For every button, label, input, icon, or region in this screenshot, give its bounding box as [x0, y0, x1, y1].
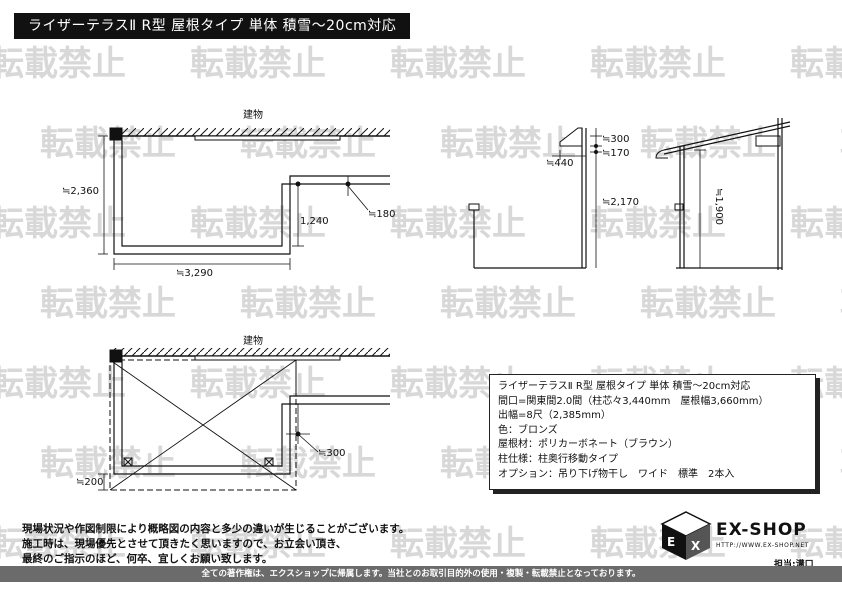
spec-line-depth: 出幅=8尺（2,385mm） — [498, 410, 611, 422]
watermark-text: 転載禁止 — [440, 284, 576, 324]
watermark-text: 転載禁止 — [190, 524, 326, 564]
spec-line-color: 色：ブロンズ — [498, 424, 558, 436]
logo-url: HTTP://WWW.EX-SHOP.NET — [716, 542, 809, 549]
watermark-text: 転載禁止 — [390, 204, 526, 244]
note-line: 最終のご指示のほど、何卒、宜しくお願い致します。 — [22, 553, 273, 565]
watermark-text: 転載禁止 — [190, 204, 326, 244]
section-dim-2170: ≒2,170 — [602, 197, 639, 208]
plan-top — [98, 127, 390, 270]
cube-logo-icon: E X — [660, 511, 712, 560]
plan-bottom-building-label: 建物 — [243, 334, 263, 347]
section-dim-300: ≒300 — [602, 134, 629, 145]
watermark-text: 転載禁止 — [40, 284, 176, 324]
watermark-text: 転載禁止 — [790, 204, 842, 244]
watermark-text: 転載禁止 — [0, 364, 126, 404]
exshop-logo: E X EX-SHOP HTTP://WWW.EX-SHOP.NET 担当:溝口 — [660, 510, 820, 570]
gutter — [194, 135, 341, 141]
spec-line-width: 間口=関東間2.0間（柱芯々3,440mm 屋根幅3,660mm） — [498, 395, 769, 407]
section-side — [468, 127, 602, 269]
plan-top-dim-offset: ≒180 — [368, 209, 395, 220]
plan-top-dim-step: 1,240 — [300, 216, 329, 227]
spec-line-post: 柱仕様：柱奥行移動タイプ — [498, 453, 618, 465]
watermark-text: 転載禁止 — [840, 284, 842, 324]
plan-bottom-dim-left: ≒200 — [76, 477, 103, 488]
building-wall-hatch — [110, 128, 390, 136]
plan-top-dim-depth: ≒2,360 — [62, 186, 99, 197]
watermark-text: 転載禁止 — [190, 44, 326, 84]
watermark-text: 転載禁止 — [640, 284, 776, 324]
watermark-text: 転載禁止 — [790, 524, 842, 564]
watermark-text: 転載禁止 — [390, 524, 526, 564]
spec-info-box: ライザーテラスⅡ R型 屋根タイプ 単体 積雪～20cm対応 間口=関東間2.0… — [489, 374, 816, 490]
plan-top-building-label: 建物 — [243, 108, 263, 121]
note-line: 現場状況や作図制限により概略図の内容と多少の違いが生じることがございます。 — [22, 523, 410, 535]
plan-top-dim-width: ≒3,290 — [176, 268, 213, 279]
page-title: ライザーテラスⅡ R型 屋根タイプ 単体 積雪～20cm対応 — [14, 13, 411, 39]
disclaimer-notes: 現場状況や作図制限により概略図の内容と多少の違いが生じることがございます。 施工… — [22, 522, 409, 567]
watermark-text: 転載禁止 — [40, 444, 176, 484]
watermark-text: 転載禁止 — [590, 204, 726, 244]
watermark-text: 転載禁止 — [440, 124, 576, 164]
section-dim-170: ≒170 — [602, 148, 629, 159]
section-dim-440: ≒440 — [546, 158, 573, 169]
svg-text:E: E — [667, 535, 675, 549]
spec-line-option: オプション：吊り下げ物干し ワイド 標準 2本入 — [498, 468, 735, 480]
watermark-text: 転載禁止 — [0, 44, 126, 84]
plan-bottom-dim-overhang: ≒300 — [318, 448, 345, 459]
watermark-text: 転載禁止 — [0, 524, 126, 564]
section-front — [655, 118, 791, 270]
watermark-text: 転載禁止 — [590, 44, 726, 84]
logo-name: EX-SHOP — [716, 520, 807, 540]
watermark-text: 転載禁止 — [240, 284, 376, 324]
watermark-text: 転載禁止 — [240, 444, 376, 484]
spec-line-product: ライザーテラスⅡ R型 屋根タイプ 単体 積雪～20cm対応 — [498, 381, 751, 392]
spec-line-roof: 屋根材：ポリカーボネート（ブラウン） — [498, 439, 678, 451]
note-line: 施工時は、現場優先とさせて頂きたく思いますので、お立会い頂き、 — [22, 538, 347, 550]
watermark-text: 転載禁止 — [190, 364, 326, 404]
copyright-footer: 全ての著作権は、エクスショップに帰属します。当社とのお取引目的外の使用・複製・転… — [0, 566, 842, 582]
section-dim-1900: ≒1,900 — [713, 188, 724, 225]
staff-name: 担当:溝口 — [774, 560, 814, 570]
watermark-text: 転載禁止 — [840, 124, 842, 164]
watermark-text: 転載禁止 — [790, 44, 842, 84]
plan-bottom — [98, 348, 390, 491]
watermark-text: 転載禁止 — [0, 204, 126, 244]
watermark-text: 転載禁止 — [390, 44, 526, 84]
svg-text:X: X — [691, 539, 701, 553]
watermark-text: 転載禁止 — [840, 444, 842, 484]
building-corner — [109, 127, 123, 141]
